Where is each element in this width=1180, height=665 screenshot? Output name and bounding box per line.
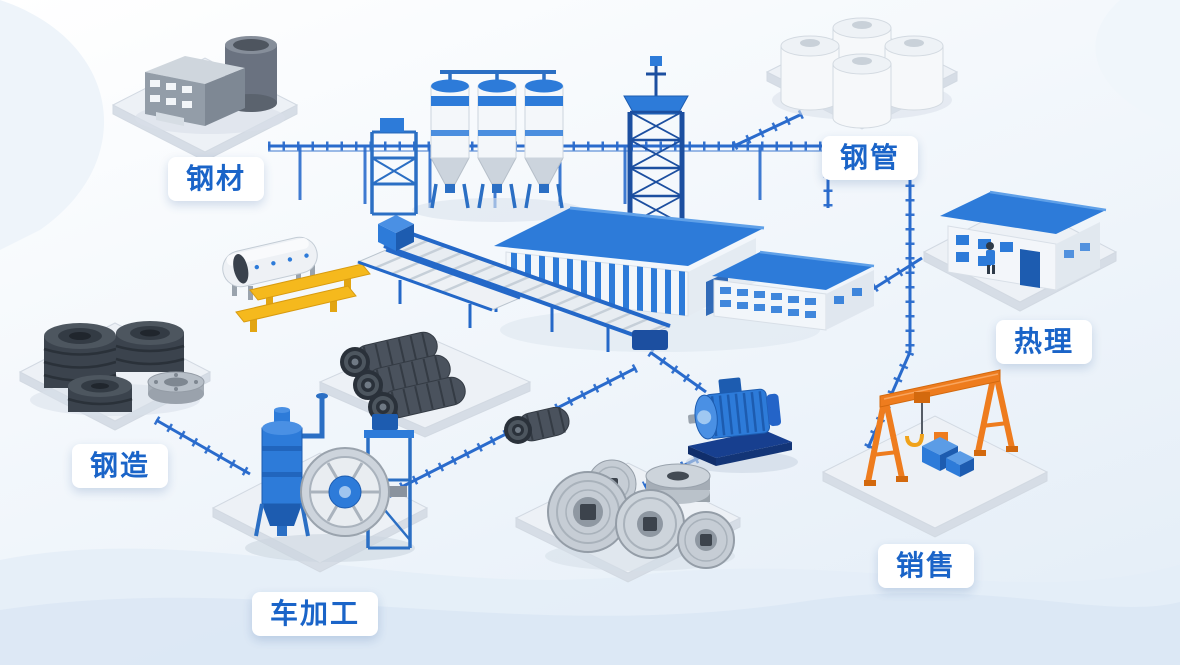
silo <box>477 74 517 209</box>
steel-roll <box>353 354 451 400</box>
yellow-conveyor-beam <box>235 285 357 332</box>
storage-tank <box>884 35 944 111</box>
machining-station-illustration <box>245 393 415 562</box>
yellow-conveyor-beam <box>249 263 371 310</box>
node-label-sales: 销售 <box>878 544 975 588</box>
silo <box>524 74 564 209</box>
worker-figure <box>986 242 995 274</box>
node-label-steel-making: 钢造 <box>72 444 169 488</box>
steel-rolls-illustration <box>340 331 466 422</box>
steel-coils-illustration <box>545 459 735 571</box>
warehouse-illustration <box>940 190 1107 291</box>
small-steel-roll-illustration <box>504 406 570 444</box>
tunnel-and-yellow-conveyors-illustration <box>222 236 371 332</box>
gray-factory-silo-illustration <box>135 36 285 134</box>
steel-coil <box>677 511 735 569</box>
belt-conveyor-illustration <box>356 215 672 352</box>
discharge-hopper <box>632 330 668 350</box>
silo <box>430 74 470 209</box>
coil-stack-flat <box>645 463 711 504</box>
storage-tank-farm-illustration <box>772 17 952 129</box>
node-label-steel-material: 钢材 <box>168 157 265 201</box>
tire-stacks-illustration <box>30 321 205 416</box>
ring-discs <box>147 371 205 404</box>
gantry-crane-illustration <box>864 369 1018 486</box>
steel-coil <box>547 471 629 553</box>
crate <box>946 451 974 477</box>
storage-tank <box>832 53 892 129</box>
tire-stack <box>115 321 185 372</box>
node-label-steel-pipe: 钢管 <box>822 136 919 180</box>
feed-box <box>378 215 414 251</box>
crate <box>922 437 958 471</box>
steel-roll <box>340 331 438 377</box>
tunnel-machine <box>222 236 318 300</box>
white-silos-illustration <box>370 70 582 222</box>
storage-tank <box>780 35 840 111</box>
tire-stack <box>67 375 133 412</box>
crane-hook <box>905 433 924 448</box>
steel-coil <box>615 489 685 559</box>
crane-trolley <box>914 392 930 403</box>
electric-motor-illustration <box>686 377 798 473</box>
blue-silo <box>254 393 328 537</box>
node-label-machining: 车加工 <box>252 592 379 636</box>
scaffold-tower <box>370 118 418 216</box>
flywheel <box>300 447 390 537</box>
node-label-heat-treatment: 热理 <box>996 320 1093 364</box>
